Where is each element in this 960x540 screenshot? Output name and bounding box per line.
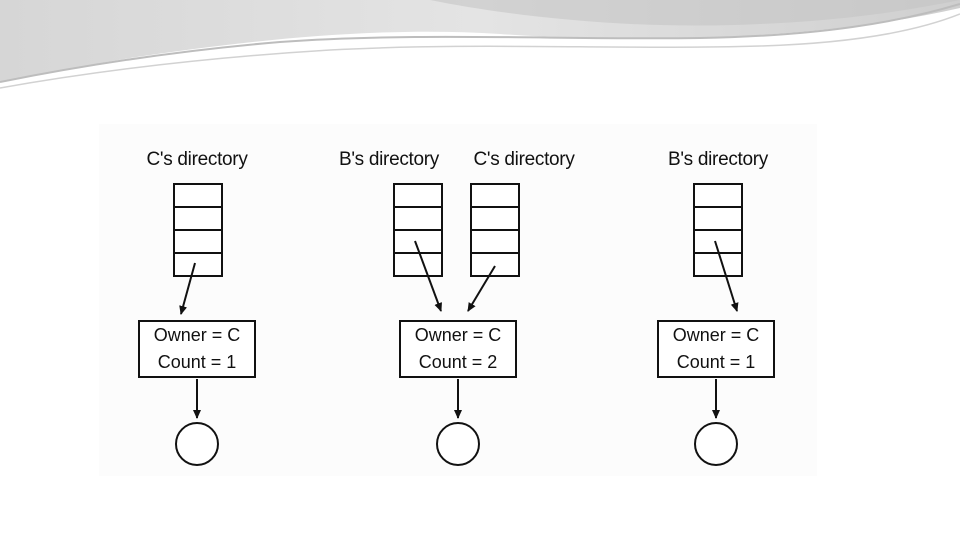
file-node <box>437 423 479 465</box>
directory-table <box>471 184 519 276</box>
file-node <box>176 423 218 465</box>
inode-box: Owner = C Count = 1 <box>657 320 775 378</box>
directory-label: B's directory <box>339 149 439 171</box>
inode-box: Owner = C Count = 2 <box>399 320 517 378</box>
directory-table <box>174 184 222 276</box>
directory-label: C's directory <box>146 149 247 171</box>
directory-label: C's directory <box>473 149 574 171</box>
inode-owner: Owner = C <box>415 322 502 349</box>
directory-label: B's directory <box>668 149 768 171</box>
figure-drawing <box>99 124 817 476</box>
decorative-banner <box>0 0 960 95</box>
inode-count: Count = 2 <box>419 349 498 376</box>
inode-owner: Owner = C <box>154 322 241 349</box>
link-count-figure: C's directory B's directory C's director… <box>99 124 817 476</box>
directory-table <box>394 184 442 276</box>
file-node <box>695 423 737 465</box>
inode-box: Owner = C Count = 1 <box>138 320 256 378</box>
inode-count: Count = 1 <box>677 349 756 376</box>
directory-table <box>694 184 742 276</box>
inode-owner: Owner = C <box>673 322 760 349</box>
inode-count: Count = 1 <box>158 349 237 376</box>
